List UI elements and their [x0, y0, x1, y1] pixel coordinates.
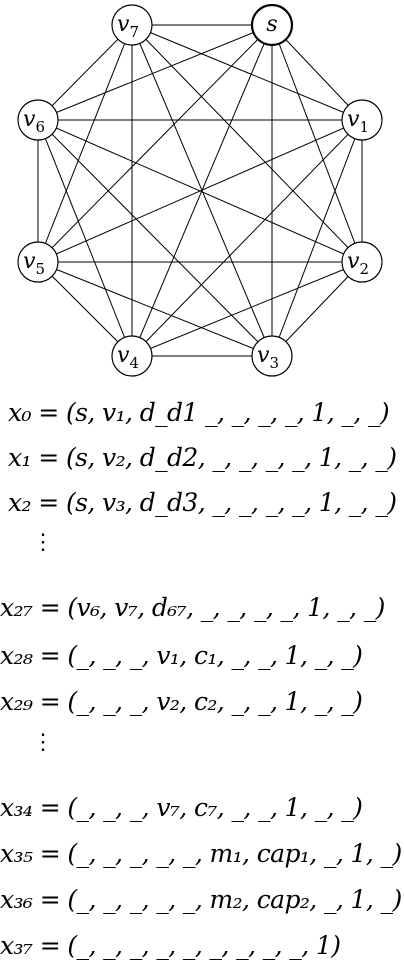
equation-x36: x₃₆ = (_, _, _, _, _, m₂, cap₂, _, 1, _)	[0, 885, 402, 914]
edge-v2-v6	[37, 119, 363, 263]
equation-rhs: = (_, _, _, v₁, c₁, _, _, 1, _, _)	[39, 641, 363, 670]
edge-v2-v3	[271, 261, 363, 357]
node-v1: v1	[341, 99, 383, 141]
node-label: v5	[23, 249, 45, 278]
equation-rhs: = (s, v₂, d_d2, _, _, _, _, 1, _, _)	[38, 443, 397, 472]
equation-lhs: x₂	[8, 488, 32, 517]
edge-v4-v5	[37, 261, 133, 357]
edge-v7-v5	[37, 24, 133, 263]
node-circle	[250, 3, 294, 47]
equation-rhs: = (_, _, _, v₇, c₇, _, _, 1, _, _)	[39, 793, 363, 822]
edge-s-v1	[271, 24, 363, 121]
equation-lhs: x₀	[8, 398, 32, 427]
equation-lhs: x₂₈	[0, 641, 33, 670]
equation-rhs: = (s, v₃, d_d3, _, _, _, _, 1, _, _)	[38, 488, 397, 517]
equation-x1: x₁ = (s, v₂, d_d2, _, _, _, _, 1, _, _)	[8, 443, 397, 472]
node-v4: v4	[111, 335, 153, 377]
equation-x35: x₃₅ = (_, _, _, _, _, m₁, cap₁, _, 1, _)	[0, 839, 402, 868]
equation-rhs: = (_, _, _, _, _, m₂, cap₂, _, 1, _)	[39, 885, 403, 914]
node-circle	[111, 4, 153, 46]
edge-s-v2	[271, 24, 363, 263]
node-v6: v6	[17, 99, 59, 141]
edge-v1-v3	[271, 119, 363, 357]
node-v5: v5	[17, 241, 59, 283]
edge-v2-v4	[131, 261, 363, 357]
node-label: v1	[347, 107, 369, 136]
edge-v7-v6	[37, 24, 133, 121]
equation-rhs: = (v₆, v₇, d₆₇, _, _, _, _, 1, _, _)	[39, 593, 386, 622]
node-circle	[17, 99, 59, 141]
equation-x37: x₃₇ = (_, _, _, _, _, _, _, _, _, 1)	[0, 931, 341, 960]
node-label: s	[266, 12, 277, 37]
equation-lhs: x₂₇	[0, 593, 33, 622]
edge-v3-v6	[37, 119, 273, 357]
edge-v1-v4	[131, 119, 363, 357]
equation-x29: x₂₉ = (_, _, _, v₂, c₂, _, _, 1, _, _)	[0, 687, 363, 716]
equation-rhs: = (s, v₁, d_d1 _, _, _, _, 1, _, _)	[38, 398, 390, 427]
edge-v7-v1	[131, 24, 363, 121]
edge-v7-v2	[131, 24, 363, 263]
node-v7: v7	[111, 4, 153, 46]
edge-v3-v5	[37, 261, 273, 357]
equation-lhs: x₃₅	[0, 839, 33, 868]
graph-nodes: v7 s v1 v2 v3 v4 v5 v6	[17, 3, 383, 377]
graph-edges	[37, 24, 363, 357]
node-circle	[111, 335, 153, 377]
equation-rhs: = (_, _, _, _, _, m₁, cap₁, _, 1, _)	[39, 839, 403, 868]
equation-lhs: x₁	[8, 443, 32, 472]
node-circle	[341, 99, 383, 141]
node-circle	[17, 241, 59, 283]
equation-x27: x₂₇ = (v₆, v₇, d₆₇, _, _, _, _, 1, _, _)	[0, 593, 385, 622]
equation-rhs: = (_, _, _, v₂, c₂, _, _, 1, _, _)	[39, 687, 363, 716]
equation-x28: x₂₈ = (_, _, _, v₁, c₁, _, _, 1, _, _)	[0, 641, 363, 670]
equation-rhs: = (_, _, _, _, _, _, _, _, _, 1)	[39, 931, 341, 960]
equation-x0: x₀ = (s, v₁, d_d1 _, _, _, _, 1, _, _)	[8, 398, 390, 427]
edge-s-v5	[37, 24, 273, 263]
node-v3: v3	[251, 335, 293, 377]
node-v2: v2	[341, 241, 383, 283]
vertical-ellipsis: ⋮	[32, 730, 54, 755]
node-label: v7	[117, 12, 139, 41]
complete-graph: v7 s v1 v2 v3 v4 v5 v6	[17, 3, 383, 377]
node-label: v4	[117, 343, 139, 372]
node-s: s	[250, 3, 294, 47]
equation-lhs: x₃₇	[0, 931, 33, 960]
vertical-ellipsis: ⋮	[32, 530, 54, 555]
equation-lhs: x₂₉	[0, 687, 33, 716]
node-label: v6	[23, 107, 45, 136]
equation-x2: x₂ = (s, v₃, d_d3, _, _, _, _, 1, _, _)	[8, 488, 397, 517]
equation-lhs: x₃₄	[0, 793, 33, 822]
equation-x34: x₃₄ = (_, _, _, v₇, c₇, _, _, 1, _, _)	[0, 793, 363, 822]
node-circle	[341, 241, 383, 283]
equation-lhs: x₃₆	[0, 885, 33, 914]
node-label: v2	[347, 249, 369, 278]
edge-s-v6	[37, 24, 273, 121]
node-label: v3	[257, 343, 279, 372]
edge-v4-v6	[37, 119, 133, 357]
node-circle	[251, 335, 293, 377]
